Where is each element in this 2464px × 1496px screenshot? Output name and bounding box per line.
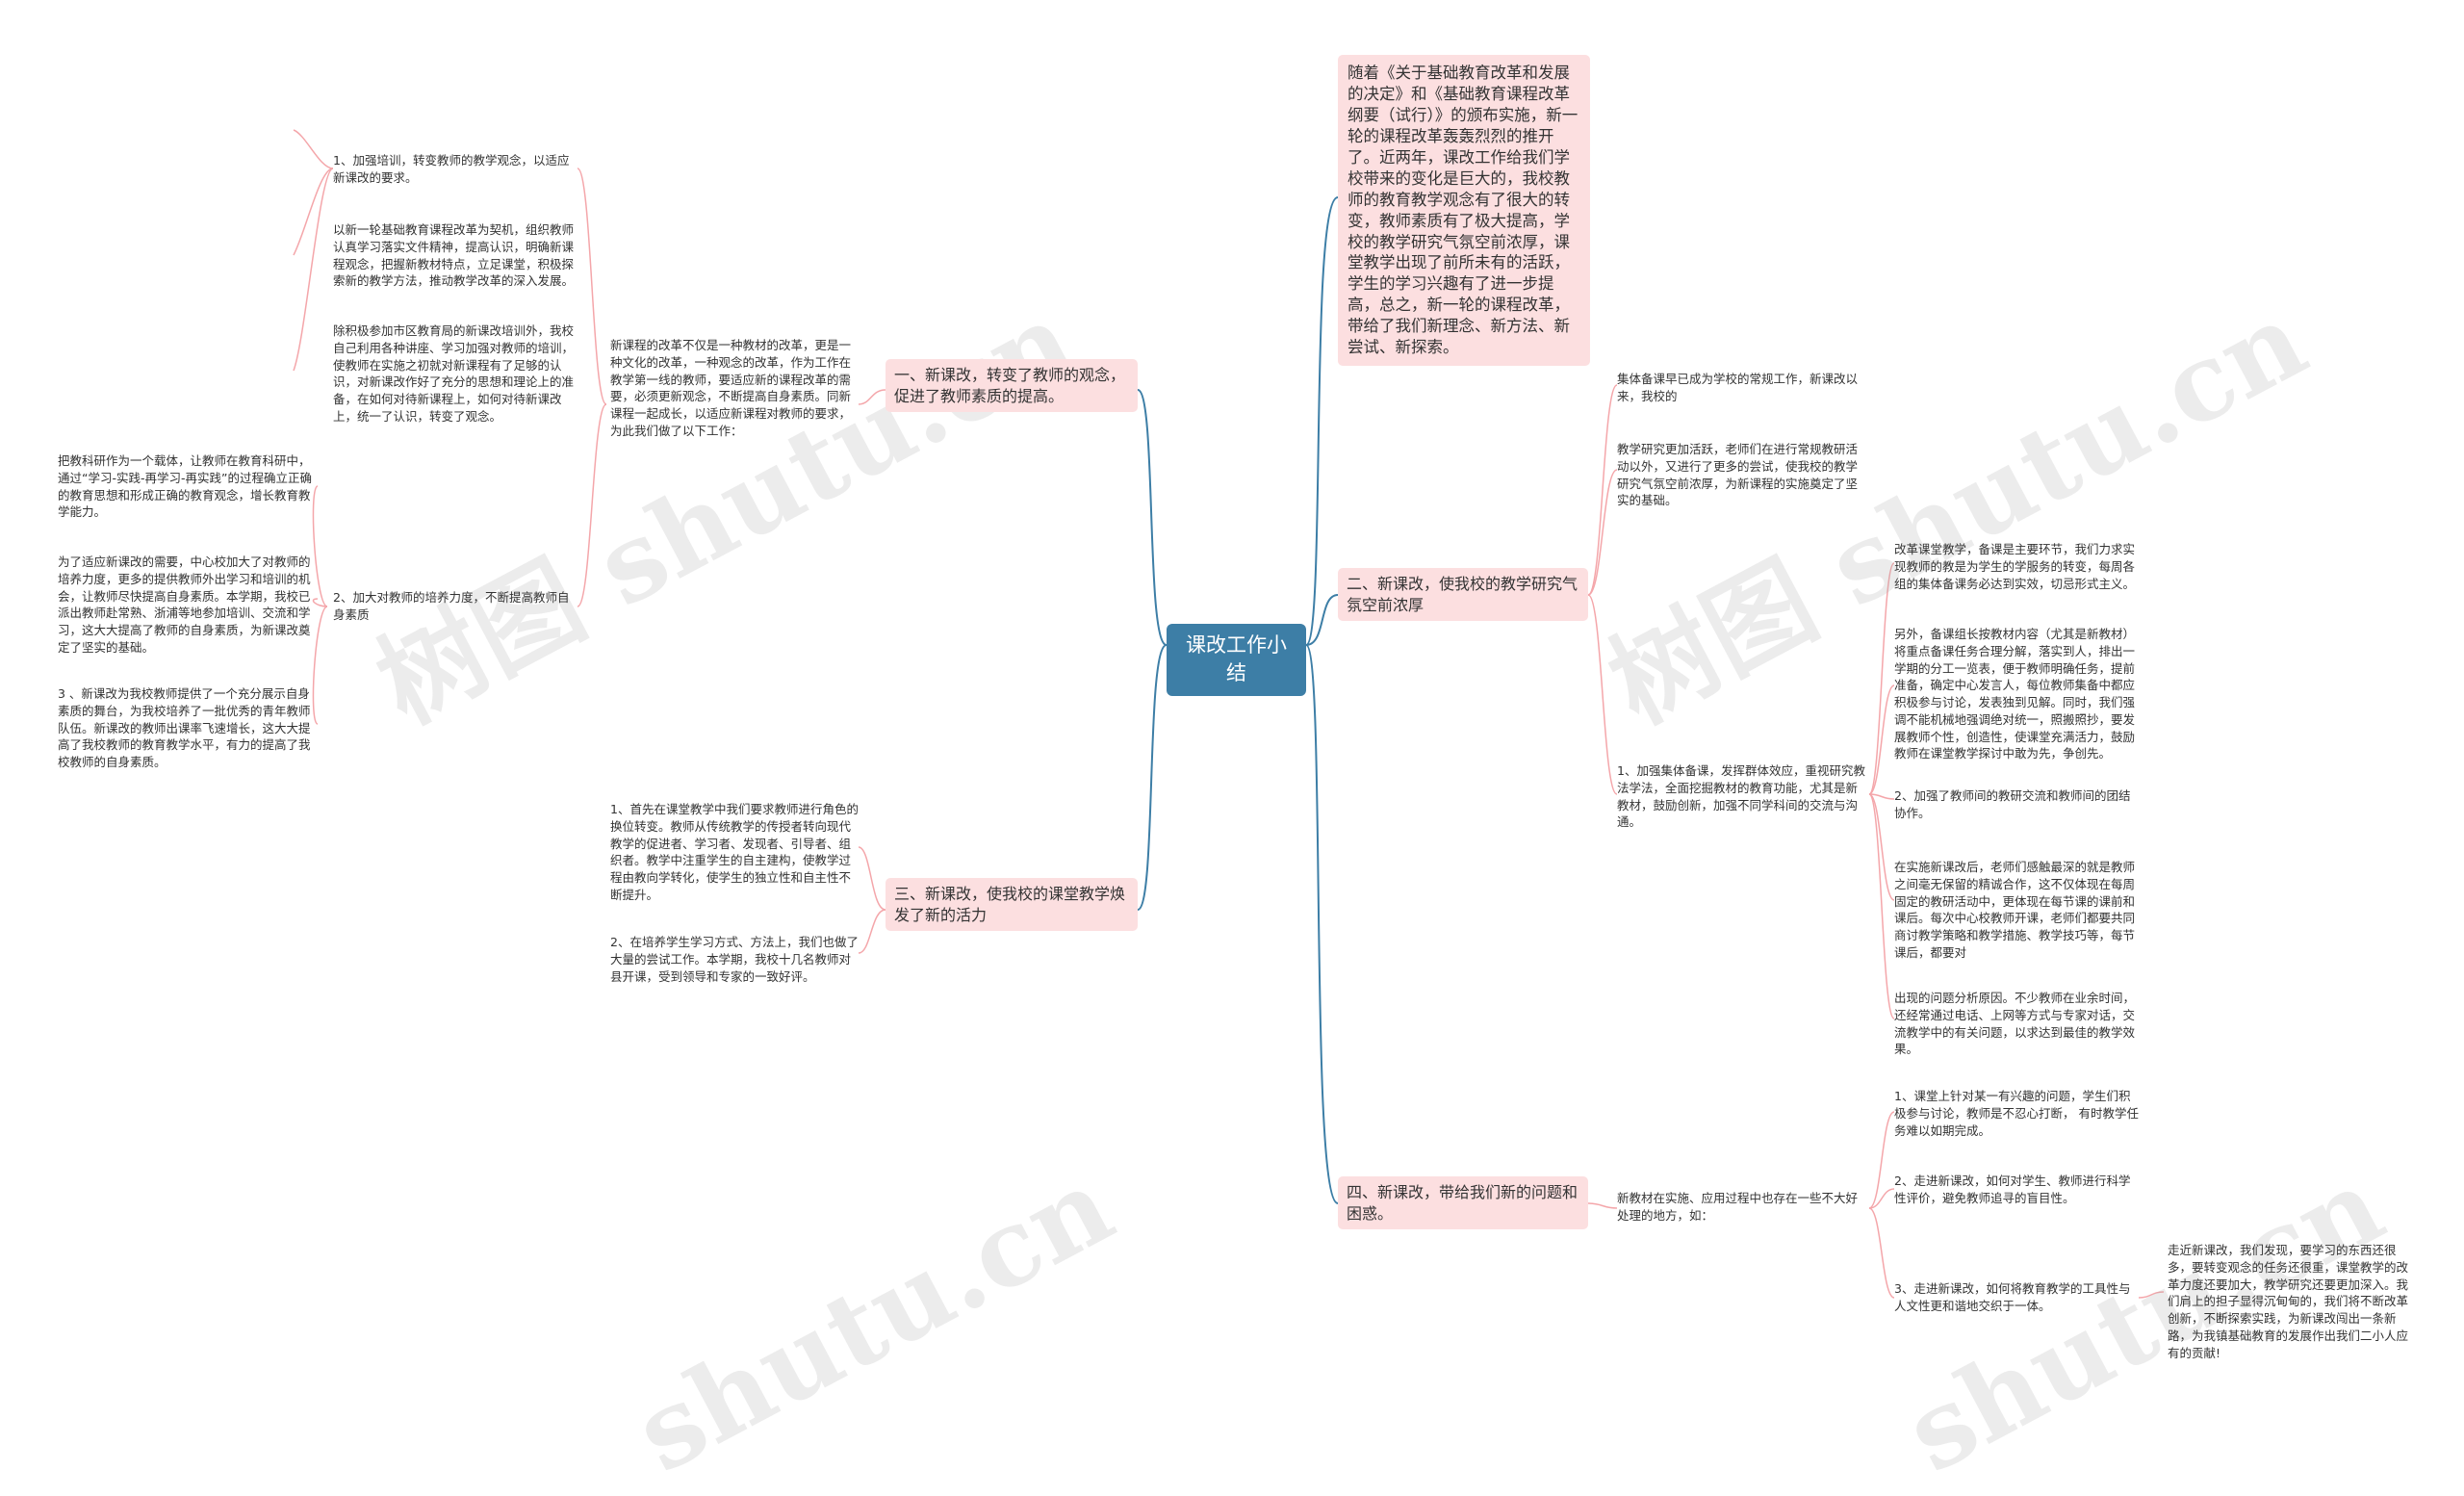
connector-lead-s2 <box>1868 1188 1895 1209</box>
branch-1-item-2[interactable]: 2、加大对教师的培养力度，不断提高教师自身素质 <box>333 590 570 622</box>
branch-4-item-3-detail[interactable]: 走近新课改，我们发现，要学习的东西还很多，要转变观念的任务还很重，课堂教学的改革… <box>2168 1243 2409 1360</box>
intro-node[interactable]: 随着《关于基础教育改革和发展的决定》和《基础教育课程改革纲要（试行）》的颁布实施… <box>1338 55 1590 367</box>
branch-4-item-1[interactable]: 1、课堂上针对某一有兴趣的问题，学生们积极参与讨论，教师是不忍心打断， 有时教学… <box>1894 1089 2139 1138</box>
root-topic[interactable]: 课改工作小结 <box>1167 624 1306 696</box>
connector-root-b4 <box>1305 644 1339 1204</box>
connector-s3-final <box>2138 1291 2165 1299</box>
connector-b4-lead <box>1587 1202 1618 1209</box>
connector-s2-b <box>312 598 328 607</box>
connector-s1-c <box>293 168 334 372</box>
branch-2-item-3[interactable]: 1、加强集体备课，发挥群体效应，重视研究教法学法，全面挖掘教材的教育功能，尤其是… <box>1617 763 1865 830</box>
branch-3-item-2[interactable]: 2、在培养学生学习方式、方法上，我们也做了大量的尝试工作。本学期，我校十几名教师… <box>610 935 859 984</box>
branch-1-item-1[interactable]: 1、加强培训，转变教师的教学观念，以适应新课改的要求。 <box>333 153 570 185</box>
branch-4-item-3[interactable]: 3、走进新课改，如何将教育教学的工具性与人文性更和谐地交织于一体。 <box>1894 1281 2131 1313</box>
connector-b2-s3 <box>1587 594 1618 795</box>
connector-s3-d <box>1868 793 1895 901</box>
branch-3-title[interactable]: 三、新课改，使我校的课堂教学焕发了新的活力 <box>886 878 1138 932</box>
branch-2-title[interactable]: 二、新课改，使我校的教学研究气氛空前浓厚 <box>1338 568 1588 622</box>
branch-4-lead[interactable]: 新教材在实施、应用过程中也存在一些不大好处理的地方，如： <box>1617 1191 1859 1223</box>
branch-4-title[interactable]: 四、新课改，带给我们新的问题和困惑。 <box>1338 1176 1588 1230</box>
branch-2-item-3-detail-d[interactable]: 在实施新课改后，老师们感触最深的就是教师之间毫无保留的精诚合作，这不仅体现在每周… <box>1894 860 2136 960</box>
mindmap-connectors <box>293 129 2165 1299</box>
branch-1-title[interactable]: 一、新课改，转变了教师的观念，促进了教师素质的提高。 <box>886 359 1138 413</box>
connector-b1-s2 <box>577 403 607 607</box>
connector-s2-a <box>312 485 328 607</box>
connector-lead-s1 <box>1868 1111 1895 1209</box>
branch-3-item-1[interactable]: 1、首先在课堂教学中我们要求教师进行角色的换位转变。教师从传统教学的传授者转向现… <box>610 802 859 902</box>
connector-s3-a <box>1868 562 1895 795</box>
connector-root-b2 <box>1305 594 1339 646</box>
connector-root-b1 <box>1137 389 1168 646</box>
connector-s3-b <box>1868 684 1895 795</box>
branch-1-item-1-detail-b[interactable]: 除积极参加市区教育局的新课改培训外，我校自己利用各种讲座、学习加强对教师的培训，… <box>333 323 575 424</box>
connector-lead-s3 <box>1868 1207 1895 1299</box>
connector-b2-s1 <box>1587 384 1618 596</box>
connector-b3-s1 <box>858 846 886 911</box>
branch-2-item-2[interactable]: 教学研究更加活跃，老师们在进行常规教研活动以外，又进行了更多的尝试，使我校的教学… <box>1617 442 1859 508</box>
connector-b1-s1 <box>577 168 607 405</box>
connector-s3-c <box>1868 793 1895 800</box>
branch-1-item-2-detail-b[interactable]: 为了适应新课改的需要，中心校加大了对教师的培养力度，更多的提供教师外出学习和培训… <box>58 555 311 655</box>
branch-2-item-3-detail-b[interactable]: 另外，备课组长按教材内容（尤其是新教材）将重点备课任务合理分解，落实到人，排出一… <box>1894 627 2136 761</box>
branch-4-item-2[interactable]: 2、走进新课改，如何对学生、教师进行科学性评价，避免教师追寻的盲目性。 <box>1894 1174 2131 1205</box>
branch-1-item-1-detail-a[interactable]: 以新一轮基础教育课程改革为契机，组织教师认真学习落实文件精神，提高认识，明确新课… <box>333 222 575 289</box>
connector-s3-e <box>1868 793 1895 1019</box>
branch-2-item-1[interactable]: 集体备课早已成为学校的常规工作，新课改以来，我校的 <box>1617 372 1859 403</box>
branch-2-item-3-detail-a[interactable]: 改革课堂教学，备课是主要环节，我们力求实现教师的教是为学生的学服务的转变，每周各… <box>1894 542 2136 591</box>
branch-1-item-2-detail-a[interactable]: 把教科研作为一个载体，让教师在教育科研中，通过“学习-实践-再学习-再实践”的过… <box>58 453 312 520</box>
connector-s1-b <box>293 168 334 256</box>
connector-b1-lead <box>858 389 886 405</box>
connector-b3-s2 <box>858 909 886 954</box>
branch-1-lead[interactable]: 新课程的改革不仅是一种教材的改革，更是一种文化的改革，一种观念的改革，作为工作在… <box>610 338 852 438</box>
connector-root-intro <box>1305 196 1339 646</box>
connector-root-b3 <box>1137 644 1168 911</box>
connector-s1-a <box>293 129 334 169</box>
branch-2-item-3-detail-e[interactable]: 出现的问题分析原因。不少教师在业余时间，还经常通过电话、上网等方式与专家对话，交… <box>1894 991 2136 1057</box>
branch-2-item-3-detail-c[interactable]: 2、加强了教师间的教研交流和教师间的团结协作。 <box>1894 788 2131 820</box>
branch-1-item-2-detail-c[interactable]: 3 、新课改为我校教师提供了一个充分展示自身素质的舞台，为我校培养了一批优秀的青… <box>58 686 311 769</box>
connector-s2-c <box>312 606 328 725</box>
connector-b2-s2 <box>1587 469 1618 596</box>
